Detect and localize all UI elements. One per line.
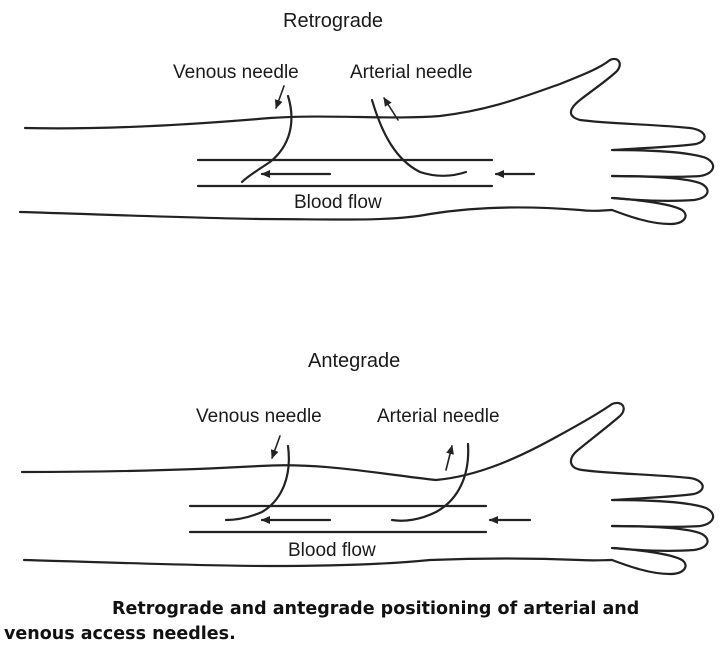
antegrade-arterial-label: Arterial needle: [377, 406, 500, 428]
antegrade-venous-needle: [226, 436, 289, 520]
antegrade-flow-label: Blood flow: [288, 540, 376, 562]
figure-caption: Retrograde and antegrade positioning of …: [4, 597, 718, 647]
antegrade-venous-label: Venous needle: [196, 406, 322, 428]
retrograde-arterial-label: Arterial needle: [350, 62, 473, 84]
caption-line-2: venous access needles.: [4, 622, 718, 647]
retrograde-arterial-needle: [372, 98, 466, 176]
antegrade-arterial-needle: [392, 444, 468, 521]
retrograde-title: Retrograde: [283, 10, 383, 33]
retrograde-venous-needle: [242, 86, 291, 182]
retrograde-venous-label: Venous needle: [173, 62, 299, 84]
antegrade-title: Antegrade: [308, 350, 400, 373]
caption-line-1: Retrograde and antegrade positioning of …: [4, 597, 718, 622]
retrograde-flow-label: Blood flow: [294, 192, 382, 214]
